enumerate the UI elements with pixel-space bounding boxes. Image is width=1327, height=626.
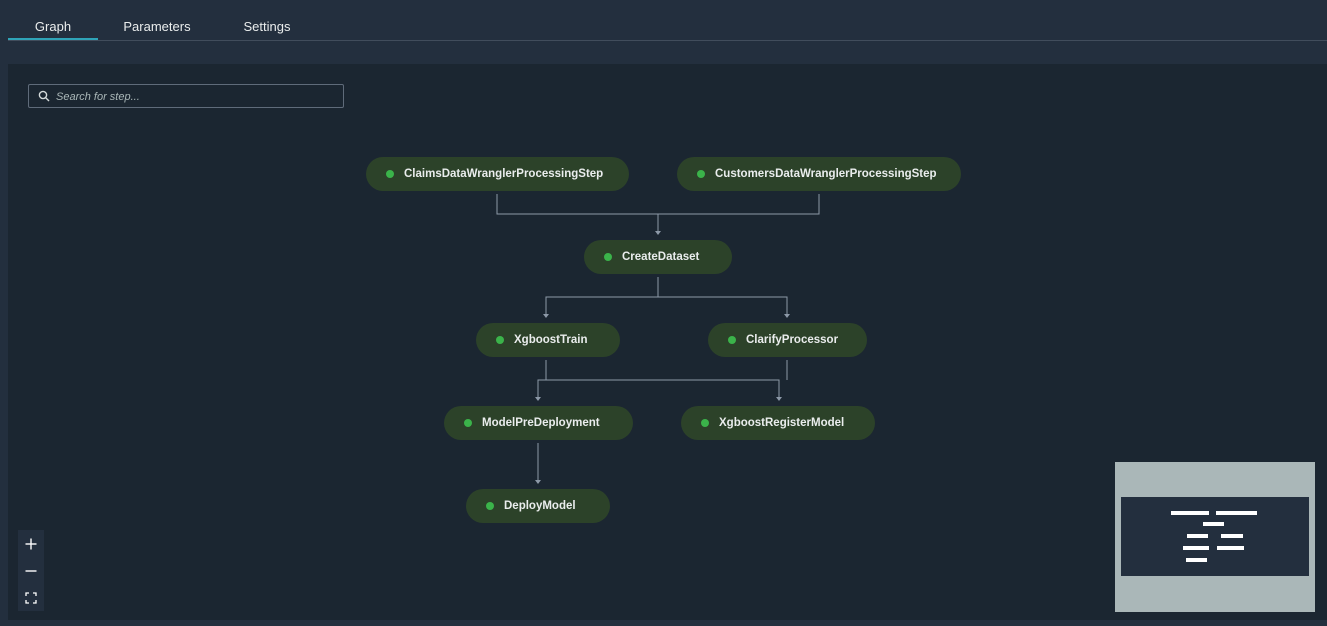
minimap-node [1216, 511, 1257, 515]
tab-graph[interactable]: Graph [8, 0, 98, 40]
step-search-box[interactable] [28, 84, 344, 109]
minimap-node [1187, 534, 1208, 538]
step-node-model-pre-deployment[interactable]: ModelPreDeployment [444, 406, 633, 440]
plus-icon [25, 538, 37, 549]
minimap-viewport[interactable] [1121, 497, 1309, 576]
step-label: CreateDataset [622, 251, 700, 263]
step-node-claims-data-wrangler[interactable]: ClaimsDataWranglerProcessingStep [366, 157, 629, 191]
edge-createdataset-to-xgboosttrain [545, 277, 659, 314]
status-success-icon [697, 170, 705, 178]
graph-edges [496, 194, 820, 484]
search-input[interactable] [54, 85, 338, 109]
minimap[interactable] [1115, 462, 1315, 612]
arrow-clarifyprocessor [784, 314, 790, 318]
step-label: ClaimsDataWranglerProcessingStep [404, 168, 604, 180]
tab-settings[interactable]: Settings [243, 19, 291, 34]
fit-view-button[interactable] [18, 584, 44, 611]
arrow-xgboosttrain [543, 314, 549, 318]
minimap-node [1221, 534, 1243, 538]
arrow-modelpredeployment [535, 397, 541, 401]
arrow-xgboostregistermodel [776, 397, 782, 401]
step-label: ClarifyProcessor [746, 334, 839, 346]
minimap-node [1217, 546, 1244, 550]
edge-xgboosttrain-to-xgboostregistermodel [546, 379, 780, 397]
minimap-node [1171, 511, 1209, 515]
zoom-out-button[interactable] [18, 557, 44, 584]
status-success-icon [701, 419, 709, 427]
step-label: XgboostTrain [514, 334, 588, 346]
status-success-icon [486, 502, 494, 510]
step-node-clarify-processor[interactable]: ClarifyProcessor [708, 323, 867, 357]
edge-xgboosttrain-to-modelpredeployment [537, 360, 547, 397]
minus-icon [25, 569, 37, 572]
step-label: CustomersDataWranglerProcessingStep [715, 168, 937, 180]
step-node-xgboost-register-model[interactable]: XgboostRegisterModel [681, 406, 875, 440]
status-success-icon [496, 336, 504, 344]
search-icon [38, 90, 50, 102]
zoom-controls [18, 530, 44, 611]
edge-customers-to-createdataset [658, 194, 820, 215]
status-success-icon [728, 336, 736, 344]
minimap-node [1186, 558, 1207, 562]
edge-claims-to-createdataset [496, 194, 659, 231]
arrow-deploymodel [535, 480, 541, 484]
zoom-in-button[interactable] [18, 530, 44, 557]
step-node-create-dataset[interactable]: CreateDataset [584, 240, 732, 274]
step-label: ModelPreDeployment [482, 417, 600, 429]
tab-bar: Graph Parameters Settings [8, 0, 1327, 41]
step-label: DeployModel [504, 500, 576, 512]
step-node-xgboost-train[interactable]: XgboostTrain [476, 323, 620, 357]
status-success-icon [464, 419, 472, 427]
step-node-deploy-model[interactable]: DeployModel [466, 489, 610, 523]
graph-canvas[interactable]: ClaimsDataWranglerProcessingStep Custome… [8, 64, 1327, 620]
fit-view-icon [25, 591, 37, 604]
status-success-icon [604, 253, 612, 261]
step-label: XgboostRegisterModel [719, 417, 845, 429]
arrow-createdataset [655, 231, 661, 235]
minimap-node [1203, 522, 1224, 526]
step-node-customers-data-wrangler[interactable]: CustomersDataWranglerProcessingStep [677, 157, 961, 191]
status-success-icon [386, 170, 394, 178]
tab-parameters[interactable]: Parameters [123, 19, 191, 34]
minimap-node [1183, 546, 1209, 550]
edge-createdataset-to-clarifyprocessor [658, 296, 788, 314]
